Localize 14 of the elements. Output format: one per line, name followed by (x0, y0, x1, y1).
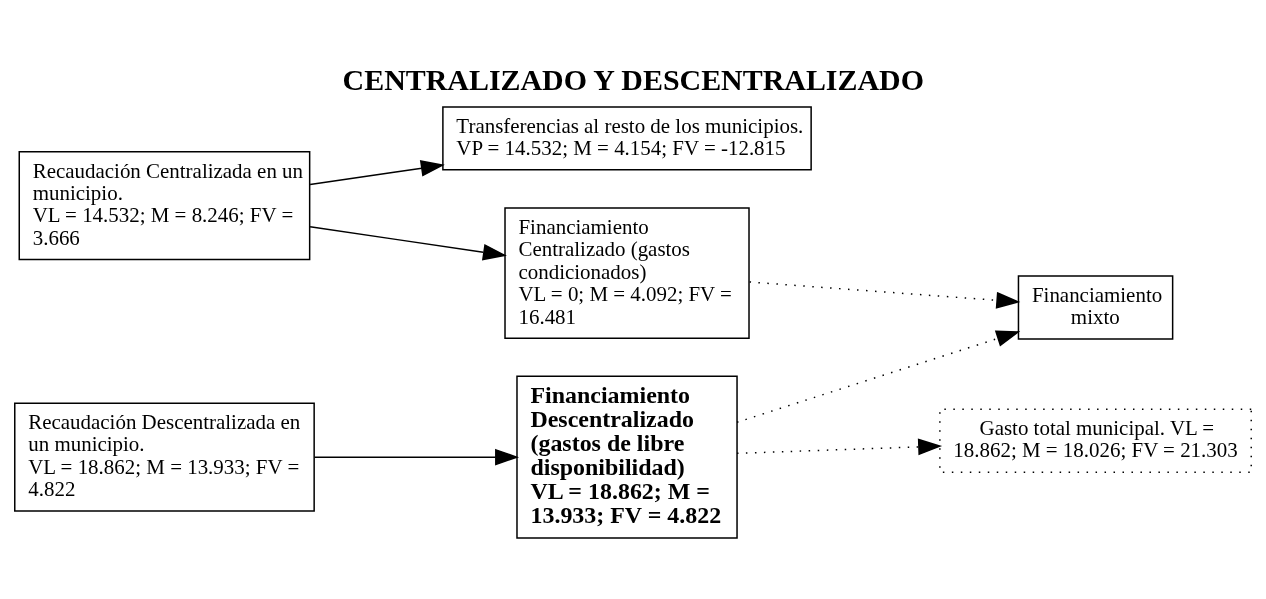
node-box: Financiamiento Centralizado (gastos condicionados) VL = 0; M = 4.092; FV = 16.481 (504, 206, 750, 339)
arrow (309, 159, 445, 185)
arrow (313, 448, 520, 466)
node-box: Financiamiento mixto (1017, 274, 1174, 340)
node-box: Recaudación Descentralizada en un municipio. VL = 18.862; M = 13.933; FV = 4.822 (14, 402, 315, 512)
arrow (736, 438, 943, 455)
arrow (736, 330, 1021, 423)
node-box: Transferencias al resto de los municipios. VP = 14.532; M = 4.154; FV = -12.815 (442, 105, 812, 170)
arrow (309, 225, 507, 260)
node-box: Recaudación Centralizada en un municipio. VL = 14.532; M = 8.246; FV = 3.666 (18, 150, 311, 260)
node-box: Financiamiento Descentralizado (gastos de libre disponibilidad) VL = 18.862; M = 13.933; FV = 4.822 (516, 375, 738, 539)
diagram-title: CENTRALIZADO Y DESCENTRALIZADO (342, 62, 924, 96)
node-box: Gasto total municipal. VL = 18.862; M = 18.026; FV = 21.303 (939, 408, 1252, 473)
arrow (748, 280, 1021, 309)
